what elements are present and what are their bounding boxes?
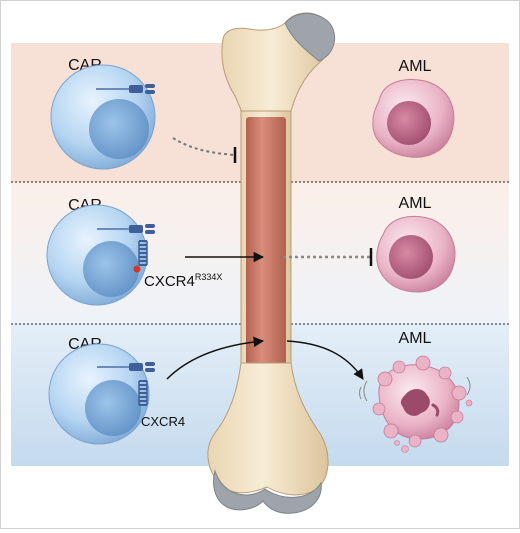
car-construct-icon bbox=[96, 84, 155, 94]
aml-cell bbox=[372, 79, 455, 158]
activation-arrow-icon bbox=[166, 336, 265, 380]
car-construct-icon bbox=[97, 362, 155, 372]
dividing-aml-cell-icon bbox=[359, 355, 473, 453]
receptor-label: CXCR4 bbox=[141, 414, 185, 429]
mutation-dot bbox=[133, 265, 141, 273]
car-cell bbox=[50, 64, 156, 170]
aml-cell-label: AML bbox=[399, 58, 432, 75]
femur-bone bbox=[207, 12, 335, 514]
car-construct-icon bbox=[97, 224, 155, 234]
femoral-head-cartilage bbox=[284, 13, 335, 62]
aml-cell-label: AML bbox=[399, 195, 432, 212]
inhibition-arrow-icon bbox=[172, 137, 236, 156]
activation-arrow-icon bbox=[286, 340, 364, 380]
aml-cell bbox=[376, 215, 456, 293]
receptor-label: CXCR4R334X bbox=[144, 272, 222, 290]
cxcr4-receptor-icon bbox=[138, 240, 148, 266]
cxcr4-receptor-icon bbox=[138, 380, 148, 406]
condyle-cartilage bbox=[213, 469, 322, 514]
car-cell bbox=[48, 343, 150, 445]
bone-marrow bbox=[246, 117, 286, 365]
car-cell bbox=[46, 204, 148, 306]
aml-cell-label: AML bbox=[399, 330, 432, 347]
